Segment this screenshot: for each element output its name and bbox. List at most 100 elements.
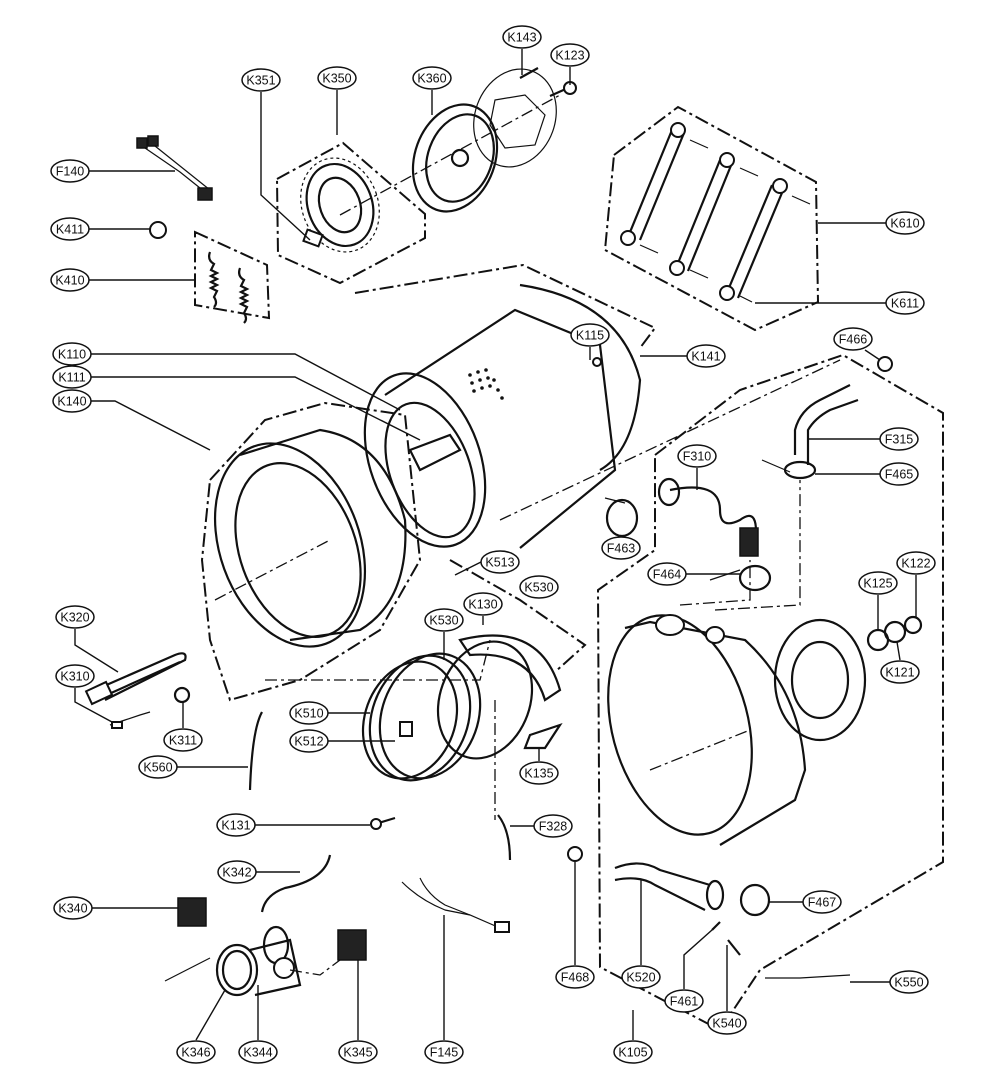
callout-oval	[463, 592, 503, 616]
callout-oval	[519, 761, 559, 785]
grommet-k311	[173, 686, 191, 704]
callout-k345: K345	[338, 960, 378, 1064]
callout-k560: K560	[138, 755, 248, 779]
callout-oval	[163, 728, 203, 752]
callout-oval	[52, 365, 92, 389]
callout-oval	[664, 989, 704, 1013]
screw-k346	[164, 957, 211, 982]
callout-k311: K311	[163, 703, 203, 752]
callout-oval	[613, 1040, 653, 1064]
callout-oval	[138, 755, 178, 779]
hose-k560	[248, 711, 263, 791]
callout-label: K122	[901, 557, 930, 571]
callout-oval	[238, 1040, 278, 1064]
leader-line	[74, 629, 119, 673]
callout-k540: K540	[707, 945, 747, 1035]
bolt-k143	[519, 67, 539, 79]
callout-f464: F464	[647, 562, 740, 586]
group-box-front-tub	[200, 401, 422, 702]
callout-label: K530	[429, 614, 458, 628]
weights-k130-k135	[436, 634, 563, 760]
hose-k342	[260, 854, 332, 913]
group-box-springs	[194, 230, 271, 320]
callout-label: K520	[626, 971, 655, 985]
callout-k320: K320	[55, 605, 119, 673]
leader-line	[683, 929, 713, 989]
callout-k123: K123	[550, 43, 590, 85]
callout-f328: F328	[510, 814, 573, 838]
callout-oval	[50, 268, 90, 292]
gasket-k510	[361, 652, 482, 782]
callout-oval	[241, 68, 281, 92]
stator-k350	[300, 157, 380, 253]
callout-oval	[502, 25, 542, 49]
callout-label: K143	[507, 31, 536, 45]
callout-f467: F467	[769, 890, 842, 914]
group-box-tub	[596, 353, 944, 1032]
callout-k530: K530	[424, 608, 464, 660]
pin-f461	[711, 921, 721, 931]
callout-oval	[879, 462, 919, 486]
callout-oval	[601, 536, 641, 560]
callout-oval	[707, 1011, 747, 1035]
callout-label: K340	[58, 902, 87, 916]
callout-label: K141	[691, 350, 720, 364]
hose-f310	[669, 486, 758, 546]
callout-oval	[858, 571, 898, 595]
callout-k344: K344	[238, 985, 278, 1064]
callout-label: F466	[839, 333, 868, 347]
leader-line	[454, 561, 482, 576]
leader-line	[91, 376, 421, 441]
callout-k105: K105	[613, 1010, 653, 1064]
callout-oval	[50, 159, 90, 183]
callout-oval	[412, 66, 452, 90]
callout-f140: F140	[50, 159, 175, 183]
leader-line	[896, 641, 901, 661]
callout-oval	[289, 701, 329, 725]
callout-label: F464	[653, 568, 682, 582]
callout-label: K513	[485, 556, 514, 570]
clamp-f467	[739, 883, 771, 917]
callout-f310: F310	[677, 444, 717, 490]
callout-label: K411	[56, 223, 84, 237]
callout-k360: K360	[412, 66, 452, 115]
callout-label: K560	[143, 761, 172, 775]
callout-label: K111	[58, 371, 85, 385]
harness-f145	[401, 877, 510, 933]
callout-f461: F461	[664, 929, 713, 1013]
callout-k510: K510	[289, 701, 370, 725]
callout-label: K123	[555, 49, 584, 63]
callout-oval	[880, 660, 920, 684]
callout-label: F467	[808, 896, 837, 910]
callout-f145: F145	[424, 915, 464, 1064]
callout-oval	[833, 327, 873, 351]
hose-f328	[497, 814, 512, 861]
callout-k611: K611	[755, 291, 925, 315]
callout-label: F310	[683, 450, 712, 464]
leader-line	[91, 400, 211, 451]
callout-label: K135	[524, 767, 553, 781]
callout-label: K105	[618, 1046, 647, 1060]
clamp-f463	[605, 498, 639, 538]
front-tub-k140	[213, 428, 407, 648]
callout-oval	[896, 551, 936, 575]
callout-oval	[53, 896, 93, 920]
callout-label: F465	[885, 468, 914, 482]
callout-label: K345	[343, 1046, 372, 1060]
callout-label: K130	[468, 598, 497, 612]
valve-k540	[727, 939, 741, 956]
callout-label: K110	[58, 348, 86, 362]
callout-k351: K351	[241, 68, 311, 241]
callout-k110: K110	[52, 342, 401, 411]
tube-k550	[765, 974, 851, 979]
callout-oval	[570, 323, 610, 347]
callout-oval	[424, 1040, 464, 1064]
callout-label: K311	[169, 734, 197, 748]
callout-k131: K131	[216, 813, 370, 837]
valve-k345	[337, 929, 367, 961]
clip-f468	[567, 846, 583, 862]
callout-label: K410	[55, 274, 84, 288]
callout-f468: F468	[555, 862, 595, 989]
